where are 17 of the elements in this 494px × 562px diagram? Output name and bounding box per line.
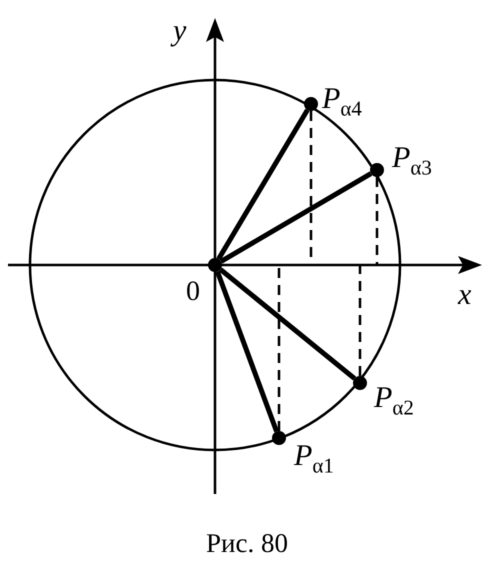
point-label: P$_{α3}$ [392,143,432,178]
radius-segment [215,270,279,432]
axis-label: x [458,280,472,310]
point-dot [272,431,286,445]
axis-label: y [173,16,186,46]
point-label: P$_{α1}$ [294,441,334,476]
radius-segment [218,267,356,381]
radius-segment [220,171,372,264]
radius-segment [216,108,310,260]
figure-caption: Рис. 80 [205,528,289,559]
point-dot [304,97,318,111]
point-label: P$_{α4}$ [322,84,362,120]
point-label: P$_{α2}$ [374,383,414,418]
point-dot [353,376,367,390]
point-dot [208,258,222,272]
point-label: 0 [186,278,200,306]
point-dot [370,163,384,177]
